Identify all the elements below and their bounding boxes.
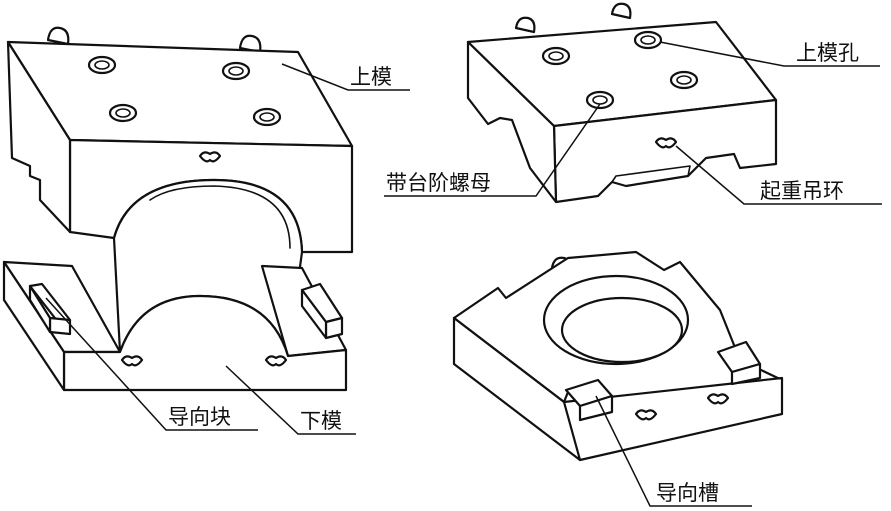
lower-die-right: [452, 250, 784, 462]
leader-lower-die: [225, 365, 356, 435]
upper-die-hole-1: [87, 55, 117, 75]
label-guide-slot: 导向槽: [656, 481, 719, 505]
upper-die-side-face: [6, 40, 72, 234]
upper-die-right-hole-4: [669, 70, 699, 90]
label-guide-block: 导向块: [168, 405, 231, 429]
leader-lifting-ring: [675, 145, 882, 205]
upper-die-hole-2: [221, 61, 251, 81]
lifting-ring-mark-lower-right-1: [634, 409, 658, 421]
guide-slot-right: [716, 340, 762, 386]
leader-stepped-nut: [384, 103, 601, 197]
top-pin-left: [46, 26, 70, 46]
upper-die-right-front-face: [552, 98, 778, 204]
lifting-ring-mark-upper: [198, 151, 222, 163]
leader-upper-die: [281, 63, 410, 91]
guide-block-right: [300, 282, 344, 340]
guide-slot-front: [564, 378, 614, 422]
lifting-ring-mark-lower-2: [264, 355, 288, 367]
leader-guide-block: [45, 297, 258, 431]
upper-die-right-side-face: [466, 40, 558, 204]
lower-die-right-side-face: [452, 316, 582, 462]
workpiece-edge: [149, 185, 291, 249]
upper-die-right-hole-1: [541, 46, 571, 66]
label-lifting-ring: 起重吊环: [760, 179, 844, 203]
upper-die-right: [466, 2, 778, 204]
label-stepped-nut: 带台阶螺母: [386, 171, 491, 195]
lifting-ring-mark-lower-1: [120, 355, 144, 367]
label-upper-die-hole: 上模孔: [796, 41, 859, 65]
upper-die-hole-4: [252, 107, 282, 127]
die-bore-inner: [560, 296, 684, 364]
right-top-pin-1: [514, 16, 536, 34]
upper-die-hole-3: [108, 103, 138, 123]
leader-upper-die-hole: [659, 41, 880, 67]
lower-die-left: [2, 260, 348, 392]
label-lower-die: 下模: [300, 409, 342, 433]
right-top-pin-2: [610, 2, 632, 20]
lifting-ring-mark-lower-right-2: [706, 393, 730, 405]
lower-die-front-face: [62, 294, 348, 392]
top-pin-right: [238, 34, 262, 54]
upper-die-left: [6, 26, 354, 254]
lifting-ring-mark-upper-right: [654, 137, 678, 149]
upper-die-right-hole-2: [633, 30, 663, 50]
upper-die-right-slot: [611, 165, 691, 183]
leader-guide-slot: [595, 395, 752, 507]
upper-die-right-hole-3: [585, 90, 615, 110]
label-upper-die: 上模: [350, 65, 392, 89]
